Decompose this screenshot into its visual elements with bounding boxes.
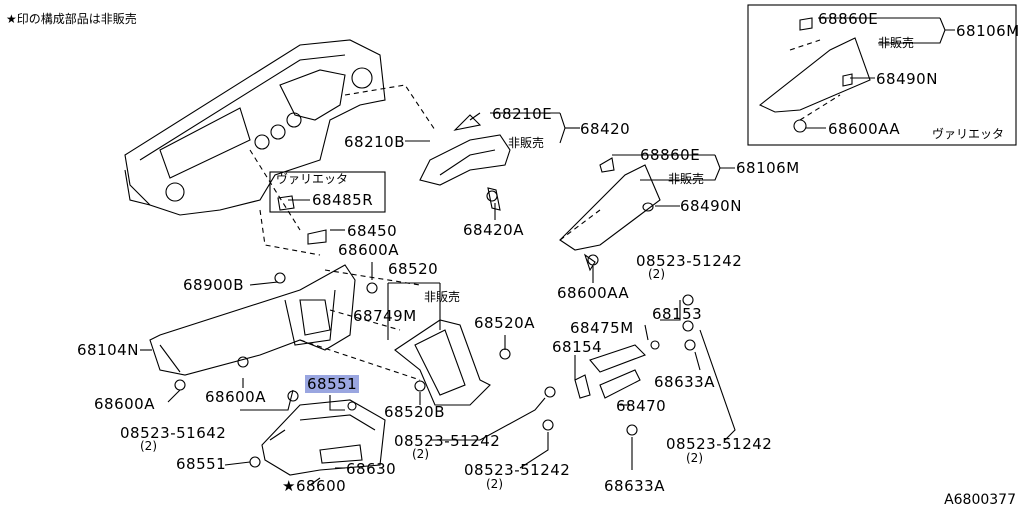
- inset-frame: [747, 4, 1017, 146]
- screws: [174, 17, 813, 468]
- center-bezel: [394, 319, 491, 406]
- callout-qty-a: (2): [648, 267, 665, 281]
- callout-68600-star: ★68600: [282, 477, 347, 495]
- callout-68485r: 68485R: [312, 191, 374, 209]
- callout-08523-51242-d: 08523-51242: [464, 461, 571, 479]
- callout-qty-c: (2): [412, 447, 429, 461]
- callout-68551-lower: 68551: [176, 455, 227, 473]
- callout-08523-51242-c: 08523-51242: [666, 435, 773, 453]
- switch-panels: [574, 344, 646, 399]
- callout-68104n: 68104N: [77, 341, 139, 359]
- callout-68520a: 68520A: [474, 314, 535, 332]
- callout-not-sold-2: 非販売: [668, 172, 705, 186]
- callout-68749m: 68749M: [353, 307, 417, 325]
- callout-variant-main: ヴァリエッタ: [276, 172, 349, 186]
- callout-68900b: 68900B: [183, 276, 245, 294]
- callout-68154: 68154: [552, 338, 603, 356]
- callout-68600a-left: 68600A: [94, 395, 155, 413]
- callout-68153: 68153: [652, 305, 703, 323]
- callout-68630: 68630: [346, 460, 397, 478]
- callout-not-sold-1: 非販売: [508, 136, 545, 150]
- callout-68420a: 68420A: [463, 221, 524, 239]
- callout-08523-51242-b: 08523-51242: [394, 432, 501, 450]
- callout-68420: 68420: [580, 120, 631, 138]
- header-note: ★印の構成部品は非販売: [6, 12, 137, 26]
- callout-68600aa-inset: 68600AA: [828, 120, 901, 138]
- dashboard-panel: [124, 39, 386, 216]
- callout-qty-b: (2): [140, 439, 157, 453]
- callout-68106m: 68106M: [736, 159, 800, 177]
- callout-68210b: 68210B: [344, 133, 406, 151]
- center-console: [149, 264, 356, 376]
- callout-68490n-inset: 68490N: [876, 70, 938, 88]
- callout-08523-51642: 08523-51642: [120, 424, 227, 442]
- leader-lines: [140, 17, 955, 486]
- callout-68475m: 68475M: [570, 319, 634, 337]
- variant-box: [269, 171, 386, 245]
- callout-68520b: 68520B: [384, 403, 446, 421]
- callout-68210e: 68210E: [492, 105, 553, 123]
- callout-68860e: 68860E: [640, 146, 701, 164]
- callout-68600aa: 68600AA: [557, 284, 630, 302]
- callout-68633a-bottom: 68633A: [604, 477, 665, 495]
- callout-not-sold-inset: 非販売: [878, 36, 915, 50]
- callout-68450: 68450: [347, 222, 398, 240]
- callout-68520: 68520: [388, 260, 439, 278]
- callout-variant-inset: ヴァリエッタ: [932, 127, 1005, 141]
- document-id: A6800377: [944, 492, 1016, 508]
- glove-box: [261, 399, 386, 476]
- callout-qty-e: (2): [486, 477, 503, 491]
- callout-68600a-mid: 68600A: [205, 388, 266, 406]
- callout-68490n: 68490N: [680, 197, 742, 215]
- callout-68551-highlighted: 68551: [305, 375, 360, 393]
- callout-68600a-top: 68600A: [338, 241, 399, 259]
- inset-trim: [758, 37, 871, 113]
- callout-qty-d: (2): [686, 451, 703, 465]
- callout-not-sold-3: 非販売: [424, 290, 461, 304]
- callout-68470: 68470: [616, 397, 667, 415]
- callout-68633a: 68633A: [654, 373, 715, 391]
- callout-68106m-inset: 68106M: [956, 22, 1020, 40]
- callout-08523-51242-a: 08523-51242: [636, 252, 743, 270]
- guide-lines: [249, 39, 841, 381]
- callout-68860e-inset: 68860E: [818, 10, 879, 28]
